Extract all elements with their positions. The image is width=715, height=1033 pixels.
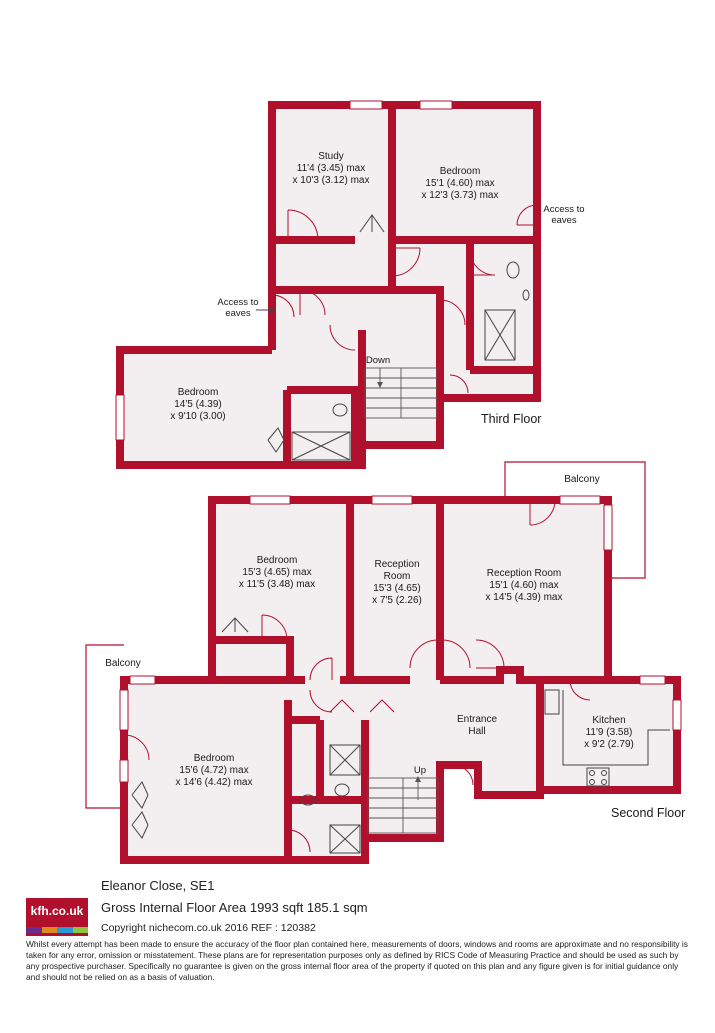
footer: kfh.co.uk Eleanor Close, SE1 Gross Inter… [0, 876, 715, 1033]
study-dim2: x 10'3 (3.12) max [293, 175, 370, 186]
bedroom-mid-dim1: 15'3 (4.65) max [242, 567, 311, 578]
access-eaves-right-line1: Access to [543, 204, 584, 215]
bedroom-left-dim1: 14'5 (4.39) [174, 399, 222, 410]
reception-large-name: Reception Room [487, 568, 561, 579]
access-eaves-left-line2: eaves [225, 308, 251, 319]
study-dim1: 11'4 (3.45) max [297, 163, 365, 174]
bedroom-left-dim2: x 9'10 (3.00) [170, 411, 225, 422]
balcony-top-label: Balcony [564, 474, 600, 485]
reception-large-dim1: 15'1 (4.60) max [489, 580, 558, 591]
entrance-hall-name2: Hall [468, 726, 485, 737]
reception-large-dim2: x 14'5 (4.39) max [486, 592, 563, 603]
bedroom-big-dim1: 15'6 (4.72) max [179, 765, 248, 776]
reception-small-name1: Reception [374, 559, 419, 570]
access-eaves-left-line1: Access to [217, 297, 258, 308]
logo-bar-4 [72, 927, 88, 933]
reception-small-dim2: x 7'5 (2.26) [372, 595, 422, 606]
floor-plan: Study 11'4 (3.45) max x 10'3 (3.12) max … [85, 100, 685, 864]
logo-text: kfh.co.uk [30, 904, 84, 918]
second-floor-label: Second Floor [611, 806, 685, 820]
bedroom-left-name: Bedroom [178, 387, 219, 398]
bedroom-big-dim2: x 14'6 (4.42) max [176, 777, 253, 788]
bedroom-top-dim1: 15'1 (4.60) max [425, 178, 494, 189]
bedroom-mid-name: Bedroom [257, 555, 298, 566]
second-floor-stairs [367, 776, 439, 834]
third-floor-label: Third Floor [481, 412, 541, 426]
study-name: Study [318, 151, 344, 162]
bedroom-top-name: Bedroom [440, 166, 481, 177]
disclaimer: Whilst every attempt has been made to en… [26, 939, 688, 982]
kitchen-name: Kitchen [592, 715, 625, 726]
second-floor: Balcony Balcony Bedroom 15'3 (4.65) max … [85, 461, 685, 864]
third-floor-stairs [364, 367, 438, 419]
third-floor: Study 11'4 (3.45) max x 10'3 (3.12) max … [115, 100, 585, 469]
kitchen-dim1: 11'9 (3.58) [586, 727, 633, 738]
bedroom-mid-dim2: x 11'5 (3.48) max [239, 579, 315, 590]
logo-bar-2 [41, 927, 57, 933]
copyright: Copyright nichecom.co.uk 2016 REF : 1203… [101, 922, 316, 934]
bedroom-top-dim2: x 12'3 (3.73) max [422, 190, 499, 201]
stairs-down-label: Down [366, 355, 390, 366]
logo-bar-3 [57, 927, 73, 933]
balcony-left-label: Balcony [105, 658, 141, 669]
kitchen-dim2: x 9'2 (2.79) [584, 739, 634, 750]
reception-small-dim1: 15'3 (4.65) [373, 583, 421, 594]
bedroom-big-name: Bedroom [194, 753, 235, 764]
stairs-up-label: Up [414, 765, 426, 776]
access-eaves-right-line2: eaves [551, 215, 577, 226]
floor-area: Gross Internal Floor Area 1993 sqft 185.… [101, 900, 368, 915]
property-address: Eleanor Close, SE1 [101, 878, 215, 893]
logo-bar-1 [26, 927, 42, 933]
entrance-hall-name1: Entrance [457, 714, 497, 725]
reception-small-name2: Room [384, 571, 411, 582]
kfh-logo: kfh.co.uk [26, 898, 88, 936]
